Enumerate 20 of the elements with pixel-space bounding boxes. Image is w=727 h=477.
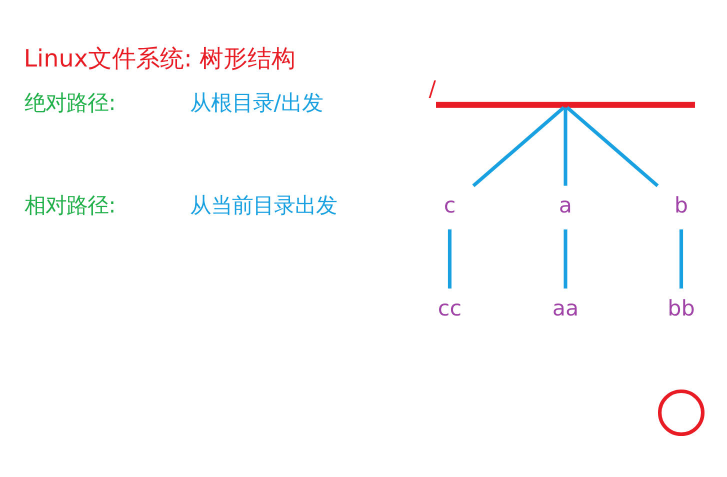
- node-bar: [436, 102, 695, 108]
- node-text: c: [444, 194, 456, 219]
- connector: [472, 106, 566, 188]
- label: 绝对路径:: [24, 91, 116, 116]
- node-text: aa: [552, 296, 579, 322]
- node-text: b: [674, 194, 688, 219]
- connector: [564, 107, 568, 186]
- connector: [564, 229, 568, 288]
- node-text: cc: [438, 296, 462, 322]
- label: 相对路径:: [24, 194, 116, 219]
- node-circle: [658, 389, 705, 436]
- label: 从根目录/出发: [190, 91, 324, 116]
- diagram-title: Linux文件系统: 树形结构: [24, 44, 296, 73]
- connector: [679, 229, 684, 288]
- connector: [448, 229, 452, 288]
- label: 从当前目录出发: [190, 194, 338, 219]
- node-text: bb: [668, 296, 695, 322]
- connector: [566, 106, 659, 188]
- node-label: /: [428, 76, 436, 102]
- node-text: a: [558, 194, 572, 219]
